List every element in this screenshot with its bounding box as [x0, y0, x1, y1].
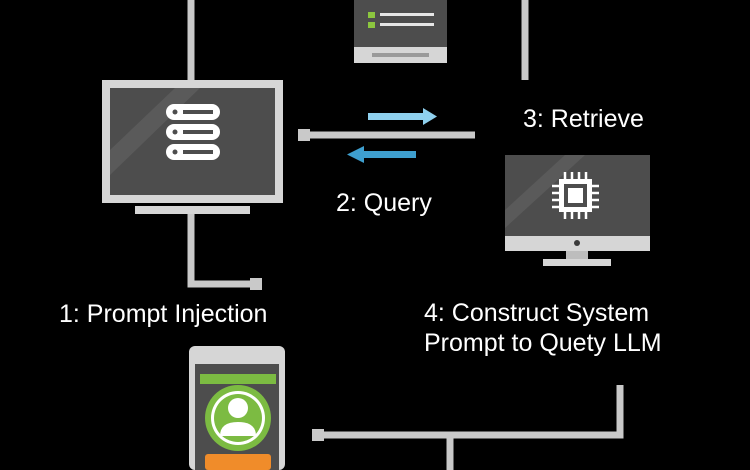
- step-2-query-label: 2: Query: [336, 189, 432, 217]
- connector-endpoint-prompt: [250, 278, 262, 290]
- connector-endpoint-query: [298, 129, 310, 141]
- step-4-line-1: 4: Construct System: [424, 299, 650, 327]
- checklist-icon: [368, 12, 434, 28]
- connector-prompt-injection: [187, 213, 256, 288]
- arrow-retrieve-right: [368, 108, 437, 125]
- arrow-query-left: [347, 146, 416, 163]
- step-4-line-2: Prompt to Quety LLM: [424, 329, 662, 357]
- step-3-retrieve-label: 3: Retrieve: [523, 105, 644, 133]
- llm-monitor: [505, 155, 650, 266]
- connector-endpoint-construct: [312, 429, 324, 441]
- connectors: [187, 0, 624, 470]
- connector-construct: [318, 385, 624, 439]
- step-4-construct-label: 4: Construct System Prompt to Quety LLM: [424, 298, 662, 358]
- database-monitor: [102, 80, 283, 214]
- cpu-chip-icon: [552, 172, 599, 219]
- database-icon: [166, 104, 220, 160]
- step-1-prompt-injection-label: 1: Prompt Injection: [59, 300, 268, 328]
- user-phone: [189, 346, 285, 470]
- user-avatar-icon: [205, 385, 271, 451]
- document-checklist: [354, 0, 447, 63]
